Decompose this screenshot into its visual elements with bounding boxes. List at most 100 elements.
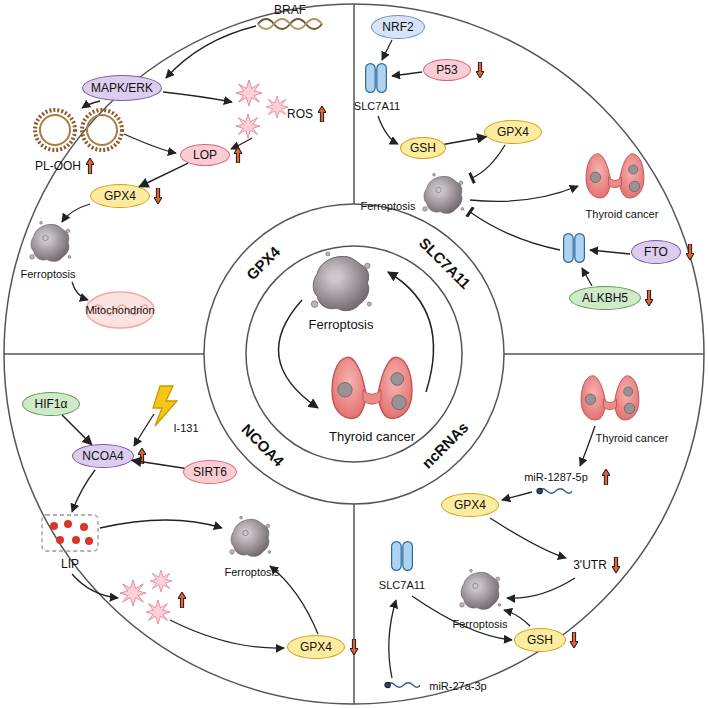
slc7a11-quadrant-art — [590, 250, 630, 254]
connector — [445, 137, 487, 144]
ncoa4-quadrant-art — [178, 592, 186, 608]
center-illustration — [388, 272, 434, 392]
text-label: miR-27a-3p — [429, 680, 486, 692]
frame-circles — [4, 4, 704, 704]
ncoa4-quadrant-art — [138, 448, 146, 464]
node-text: HIF1α — [35, 397, 68, 411]
ncrna-quadrant-art — [570, 632, 578, 648]
center-illustration — [278, 300, 318, 408]
pathway-node: GPX4 — [287, 635, 345, 659]
slc7a11-quadrant-art — [378, 116, 398, 144]
connector — [139, 163, 188, 187]
slc7a11-quadrant-art — [392, 72, 422, 76]
text-label: ROS — [287, 107, 313, 121]
node-text: FTO — [644, 245, 668, 259]
gpx4-quadrant-art — [82, 110, 122, 150]
gpx4-quadrant-art — [35, 110, 75, 150]
connector — [132, 460, 184, 468]
pathway-node: FTO — [631, 240, 681, 264]
text-label: I-131 — [173, 422, 198, 434]
pathway-node: LOP — [180, 144, 230, 166]
slc7a11-quadrant-art — [423, 173, 464, 213]
frame-circles — [204, 204, 504, 504]
ncrna-quadrant-art — [412, 596, 512, 640]
frame-circles — [246, 246, 462, 462]
text-label: BRAF — [274, 3, 306, 17]
gpx4-quadrant-art — [234, 147, 242, 163]
text-label: Ferroptosis — [308, 317, 373, 332]
pathway-node: P53 — [423, 59, 471, 81]
gpx4-quadrant-art — [258, 19, 322, 29]
ncoa4-quadrant-art — [50, 522, 58, 530]
gpx4-quadrant-art — [163, 92, 232, 102]
pathway-node: GPX4 — [484, 120, 542, 144]
slc7a11-quadrant-art — [366, 64, 387, 93]
slc7a11-quadrant-art — [470, 186, 578, 201]
ncoa4-quadrant-art — [150, 570, 172, 592]
gpx4-quadrant-art — [72, 282, 88, 300]
ncrna-quadrant-art — [612, 557, 620, 573]
pathway-node: ALKBH5 — [569, 286, 641, 310]
pathway-node: GSH — [514, 628, 566, 652]
gpx4-quadrant-art — [258, 19, 322, 29]
text-label: SLC7A11 — [354, 100, 400, 112]
text-label: Ferroptosis — [452, 618, 507, 630]
ncoa4-quadrant-art — [85, 537, 93, 545]
node-text: NRF2 — [382, 20, 413, 34]
slc7a11-quadrant-art — [470, 212, 560, 250]
ncrna-quadrant-art — [581, 376, 639, 420]
text-label: SLC7A11 — [379, 579, 425, 591]
slc7a11-quadrant-art — [645, 290, 653, 306]
pathway-node: HIF1α — [22, 392, 80, 416]
gpx4-quadrant-art — [62, 204, 90, 222]
pathway-node: NCOA4 — [72, 444, 134, 468]
text-label: Mitochondrion — [85, 304, 154, 316]
text-label: Thyroid cancer — [586, 208, 659, 220]
node-text: ALKBH5 — [582, 291, 628, 305]
gpx4-quadrant-art — [82, 101, 100, 108]
gpx4-quadrant-art — [40, 115, 70, 145]
slc7a11-quadrant-art — [582, 268, 592, 286]
gpx4-quadrant-art — [166, 26, 256, 78]
gpx4-quadrant-art — [231, 138, 252, 149]
slc7a11-quadrant-art — [476, 62, 484, 78]
slc7a11-quadrant-art — [686, 244, 694, 260]
ncoa4-quadrant-art — [100, 520, 222, 528]
gpx4-quadrant-art — [154, 188, 162, 204]
ncoa4-quadrant-art — [120, 580, 146, 606]
slc7a11-quadrant-art — [382, 40, 392, 60]
ncoa4-quadrant-art — [350, 639, 358, 655]
gpx4-quadrant-art — [86, 158, 94, 174]
ncrna-quadrant-art — [580, 426, 595, 466]
ncoa4-quadrant-art — [72, 470, 95, 512]
center-illustration — [311, 252, 371, 311]
node-text: GPX4 — [454, 498, 486, 512]
text-label: 3'UTR — [573, 558, 607, 572]
ncoa4-quadrant-art — [134, 414, 154, 446]
connector — [62, 415, 92, 445]
text-label: Thyroid cancer — [596, 432, 669, 444]
ncoa4-quadrant-art — [56, 536, 64, 544]
ncoa4-quadrant-art — [72, 536, 80, 544]
node-text: GSH — [410, 141, 436, 155]
text-label: Ferroptosis — [360, 200, 415, 212]
frame-circles — [353, 504, 355, 704]
pathway-node: MAPK/ERK — [82, 75, 162, 101]
gpx4-quadrant-art — [124, 134, 176, 153]
pathway-node: NRF2 — [371, 15, 425, 39]
pathway-node: SIRT6 — [183, 460, 237, 484]
node-text: GSH — [527, 633, 553, 647]
node-text: NCOA4 — [82, 449, 123, 463]
ncoa4-quadrant-art — [146, 600, 170, 624]
ncrna-quadrant-art — [490, 518, 566, 558]
ncrna-quadrant-art — [502, 492, 532, 500]
ncoa4-quadrant-art — [64, 520, 72, 528]
ncrna-quadrant-art — [385, 682, 420, 687]
gpx4-quadrant-art — [87, 115, 117, 145]
ncoa4-quadrant-art — [80, 523, 88, 531]
center-illustration — [332, 357, 412, 418]
ncoa4-quadrant-art — [42, 386, 358, 655]
gpx4-quadrant-art — [86, 292, 154, 328]
